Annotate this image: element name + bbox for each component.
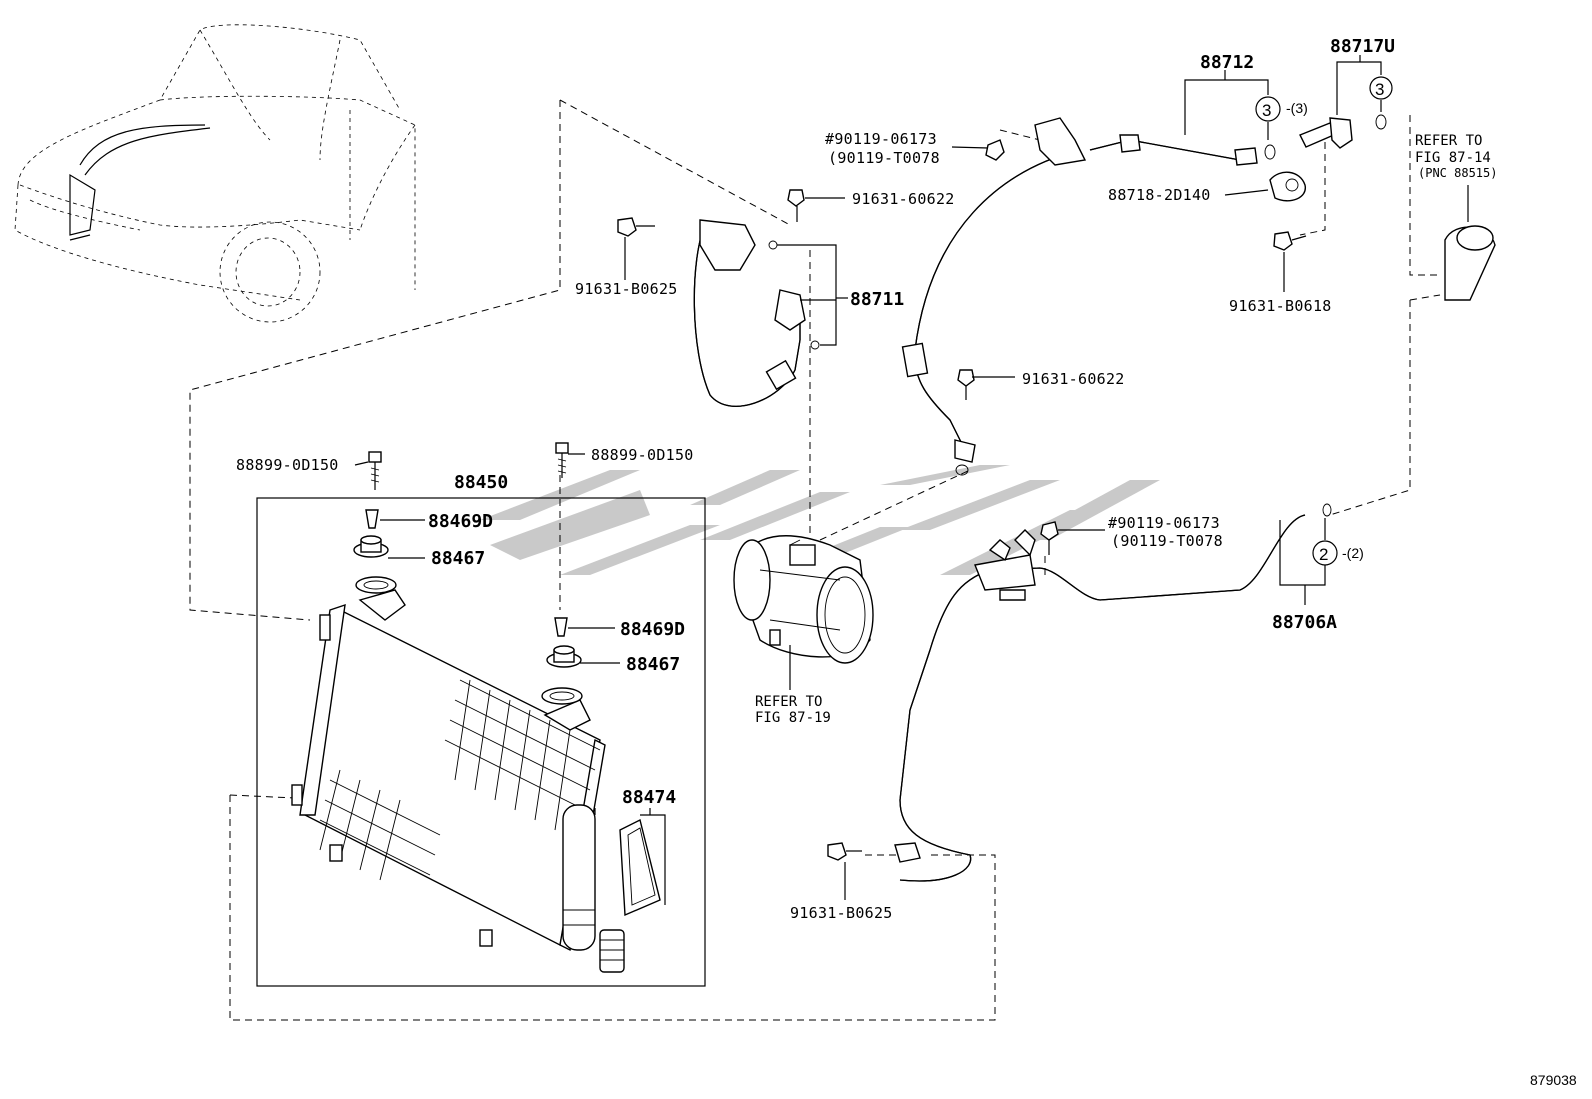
bolt-91631-B0618-icon	[1273, 231, 1307, 251]
circled-qty-3-left: 3 -(3)	[1255, 96, 1308, 122]
label-90119-T0078-mid: (90119-T0078	[1111, 532, 1223, 550]
circled-3-left-text: 3	[1262, 101, 1271, 120]
label-91631-B0625-top: 91631-B0625	[575, 280, 678, 298]
bolt-88899-right-icon	[555, 442, 569, 478]
condenser-bushing-bottom-icon	[541, 687, 583, 705]
compressor-icon	[733, 535, 874, 664]
label-90119-06173-top: #90119-06173	[825, 130, 937, 148]
label-91631-60622-top: 91631-60622	[852, 190, 955, 208]
condenser-bushing-top-icon	[355, 576, 397, 594]
suction-hose-88711-icon	[693, 219, 820, 407]
ref-87-14-line3: (PNC 88515)	[1418, 166, 1497, 180]
vehicle-outline-icon	[14, 24, 416, 323]
discharge-hose-88712-icon	[901, 117, 1258, 476]
condenser-assembly-box	[256, 497, 706, 987]
receiver-drier-icon	[562, 804, 625, 973]
bolt-90119-06173-mid-icon	[1040, 521, 1059, 555]
liquid-tube-88706A-icon	[894, 503, 1332, 882]
leader-lines	[354, 55, 1469, 905]
bolt-91631-60622-mid-icon	[957, 369, 975, 400]
label-88717U: 88717U	[1330, 36, 1395, 57]
circled-2-text: 2	[1319, 545, 1328, 564]
label-90119-T0078-top: (90119-T0078	[828, 149, 940, 167]
desiccant-filter-icon	[619, 818, 661, 917]
ref-87-19-line1: REFER TO	[755, 694, 822, 710]
clip-bottom-icon	[554, 617, 568, 637]
expansion-valve-icon	[1444, 225, 1496, 301]
label-88467-bottom: 88467	[626, 654, 680, 675]
label-91631-B0625-bottom: 91631-B0625	[790, 904, 893, 922]
pressure-switch-88718-icon	[1269, 171, 1306, 202]
circled-3-left-qty: -(3)	[1286, 100, 1308, 116]
condenser-cushion-top-icon	[353, 535, 389, 558]
label-88711: 88711	[850, 289, 904, 310]
label-88899-0D150-right: 88899-0D150	[591, 446, 694, 464]
label-88469D-bottom: 88469D	[620, 619, 685, 640]
clip-top-icon	[365, 509, 379, 529]
bolt-88899-left-icon	[368, 451, 382, 490]
ref-87-19-line2: FIG 87-19	[755, 710, 831, 726]
bolt-91631-B0625-bottom-icon	[827, 842, 862, 861]
ref-87-14-line1: REFER TO	[1415, 133, 1482, 149]
condenser-icon	[291, 589, 606, 952]
label-88469D-top: 88469D	[428, 511, 493, 532]
bolt-91631-60622-top-icon	[787, 189, 805, 222]
circled-2-qty: -(2)	[1342, 545, 1364, 561]
label-91631-60622-mid: 91631-60622	[1022, 370, 1125, 388]
bolt-91631-B0625-top-icon	[617, 217, 655, 237]
label-88706A: 88706A	[1272, 612, 1337, 633]
figure-number: 879038	[1530, 1072, 1577, 1088]
circled-qty-3-right: 3	[1369, 76, 1393, 100]
label-88712: 88712	[1200, 52, 1254, 73]
label-88467-top: 88467	[431, 548, 485, 569]
label-88474: 88474	[622, 787, 676, 808]
condenser-cushion-bottom-icon	[546, 645, 582, 668]
assembly-dashed-lines	[189, 99, 1441, 1021]
label-90119-06173-mid: #90119-06173	[1108, 514, 1220, 532]
label-88718-2D140: 88718-2D140	[1108, 186, 1211, 204]
label-88899-0D150-left: 88899-0D150	[236, 456, 339, 474]
bolt-90119-06173-top-icon	[985, 139, 1005, 161]
o-ring-88712-icon	[1264, 144, 1276, 160]
circled-3-right-text: 3	[1375, 80, 1384, 99]
ref-87-14-line2: FIG 87-14	[1415, 150, 1491, 166]
pipe-88717U-icon	[1299, 114, 1387, 149]
circled-qty-2: 2 -(2)	[1312, 540, 1364, 566]
label-88450: 88450	[454, 472, 508, 493]
label-91631-B0618: 91631-B0618	[1229, 297, 1332, 315]
